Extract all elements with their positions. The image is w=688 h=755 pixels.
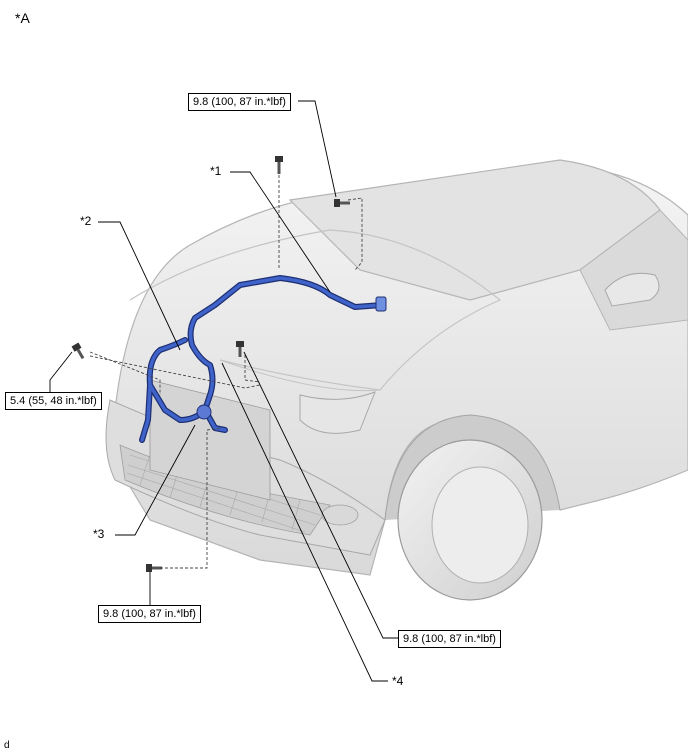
bolt-icon <box>146 564 162 572</box>
bolts <box>71 156 350 572</box>
bolt-icon <box>71 342 85 360</box>
radiator-support <box>149 379 271 501</box>
view-label: *A <box>15 10 30 26</box>
torque-spec-right: 9.8 (100, 87 in.*lbf) <box>398 630 501 648</box>
harness-connector-lower <box>196 404 212 420</box>
leader-torque-top <box>298 100 337 198</box>
harness-connector-right <box>375 296 387 312</box>
bolt-icon <box>334 199 350 207</box>
leader-c2 <box>98 221 181 351</box>
bolt-icon <box>236 341 244 357</box>
leader-c3 <box>115 424 196 536</box>
side-window <box>579 209 688 331</box>
leader-c4 <box>221 362 388 682</box>
leader-torque-right <box>243 351 398 639</box>
leader-c1 <box>230 171 331 293</box>
figure-code: d <box>4 740 10 751</box>
alignment-lines <box>89 175 363 569</box>
torque-spec-bottom: 9.8 (100, 87 in.*lbf) <box>98 605 201 623</box>
wheel-face <box>431 466 529 584</box>
callout-3: *3 <box>93 527 105 541</box>
hood-front-line <box>219 359 381 392</box>
vehicle-illustration <box>105 159 688 601</box>
torque-spec-top: 9.8 (100, 87 in.*lbf) <box>188 93 291 111</box>
leader-torque-left <box>49 351 73 392</box>
torque-spec-left: 5.4 (55, 48 in.*lbf) <box>5 392 102 410</box>
headlamp <box>299 391 376 434</box>
leader-lines <box>49 100 398 682</box>
callout-4: *4 <box>392 674 404 688</box>
callout-1: *1 <box>210 164 222 178</box>
fog-lamp <box>321 504 359 526</box>
callout-2: *2 <box>80 214 92 228</box>
side-mirror <box>604 272 660 307</box>
bolt-icon <box>275 156 283 174</box>
hood-edge <box>129 229 502 391</box>
wire-harness <box>139 275 387 443</box>
